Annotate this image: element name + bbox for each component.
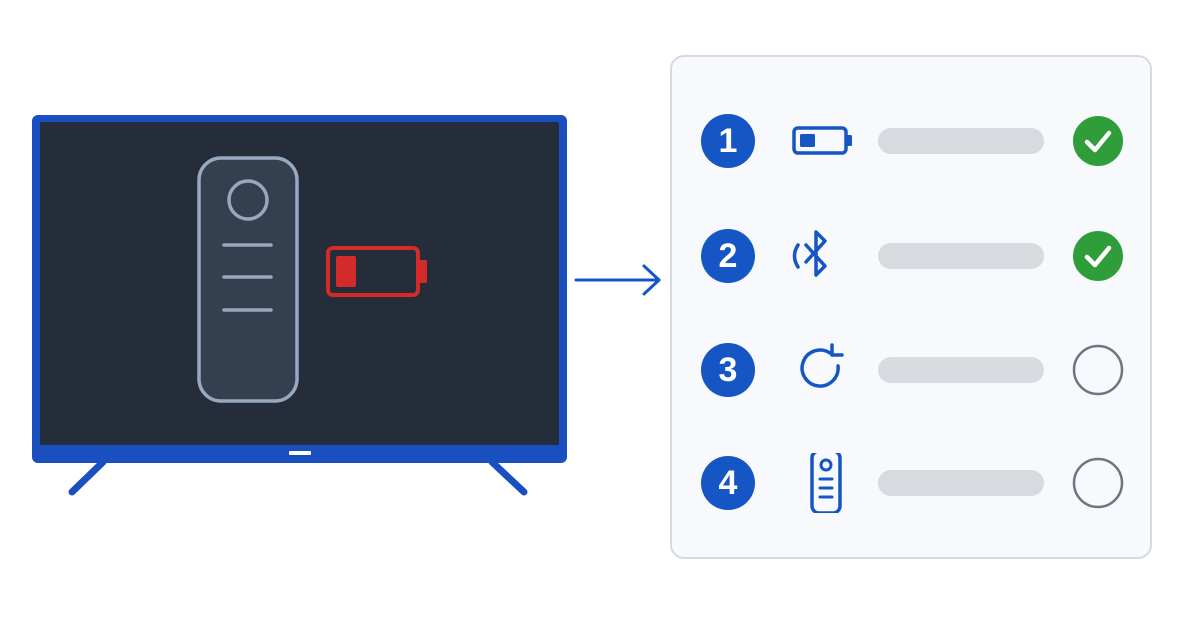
step-text-placeholder xyxy=(878,470,1044,496)
step-number-badge: 4 xyxy=(701,456,755,510)
checklist-step-1: 1 xyxy=(672,106,1154,176)
check-icon xyxy=(1072,230,1124,282)
low-battery-icon xyxy=(326,246,427,297)
refresh-icon xyxy=(784,340,864,400)
empty-circle-icon xyxy=(1072,344,1124,396)
step-number-badge: 3 xyxy=(701,343,755,397)
checklist-step-4: 4 xyxy=(672,448,1154,518)
remote-icon xyxy=(784,453,864,513)
step-number-badge: 2 xyxy=(701,229,755,283)
tv-screen xyxy=(40,122,559,445)
step-text-placeholder xyxy=(878,128,1044,154)
checklist-step-2: 2 xyxy=(672,221,1154,291)
checklist-panel: 1 2 xyxy=(670,55,1152,559)
step-text-placeholder xyxy=(878,357,1044,383)
bluetooth-icon xyxy=(784,226,864,286)
check-icon xyxy=(1072,115,1124,167)
tv-left-leg xyxy=(68,458,107,496)
tv-power-indicator xyxy=(289,451,311,455)
checklist-step-3: 3 xyxy=(672,335,1154,405)
step-number-badge: 1 xyxy=(701,114,755,168)
battery-icon xyxy=(784,111,864,171)
empty-circle-icon xyxy=(1072,457,1124,509)
tv-right-leg xyxy=(488,458,528,496)
tv-illustration xyxy=(32,115,567,496)
arrow-right-icon xyxy=(574,264,661,296)
step-text-placeholder xyxy=(878,243,1044,269)
remote-icon xyxy=(197,156,299,403)
